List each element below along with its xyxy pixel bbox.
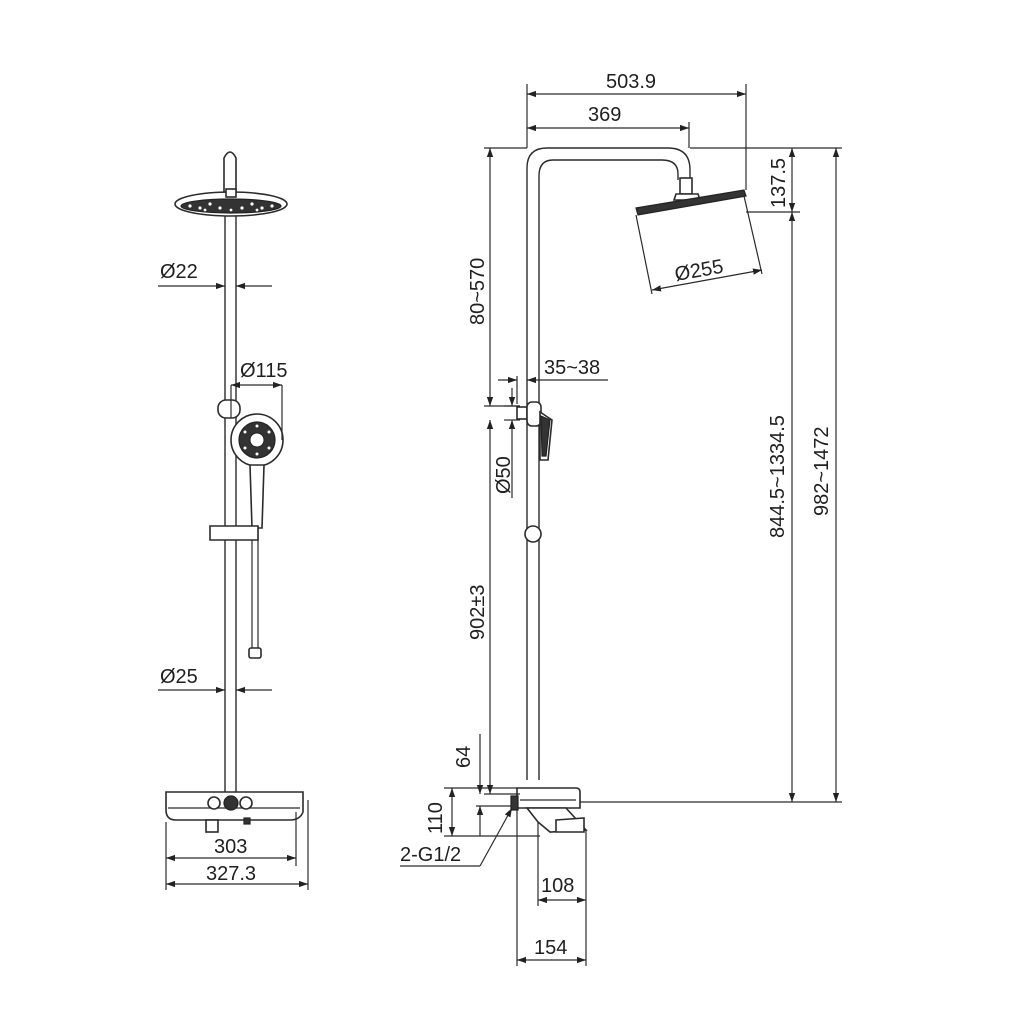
bracket-clearance-label: 35~38	[544, 357, 600, 379]
side-rain-head	[635, 189, 747, 216]
head-arm-width-label: 503.9	[606, 71, 656, 93]
mixer-to-bracket-label: 902±3	[467, 585, 489, 640]
upper-pipe-diameter-label: Ø22	[160, 261, 198, 283]
bracket-diameter-label: Ø50	[493, 456, 515, 494]
side-bracket	[516, 401, 553, 543]
dim-bracket-diameter: Ø50	[493, 388, 520, 498]
side-view: Ø255 503.9 369	[400, 71, 842, 966]
front-view: Ø22 Ø115 Ø25 303 327.3	[158, 151, 309, 890]
side-mixer	[510, 787, 588, 833]
lower-pipe-diameter-label: Ø25	[160, 666, 198, 688]
front-hose	[251, 528, 259, 652]
mixer-depth-label: 108	[541, 875, 574, 897]
mixer-total-width-label: 327.3	[206, 863, 256, 885]
telescopic-range-label: 80~570	[467, 258, 489, 325]
mixer-width-label: 303	[214, 836, 247, 858]
dim-mixer-height: 110	[425, 787, 540, 837]
dim-inlet-height: 64	[453, 734, 512, 836]
dim-mixer-depth: 108	[537, 822, 587, 906]
dim-total-height-range: 982~1472	[811, 148, 840, 802]
front-slide-holder	[209, 525, 259, 541]
front-hand-shower	[230, 413, 284, 529]
front-hose-end	[248, 647, 262, 659]
front-rod-top-cap	[223, 151, 237, 193]
front-upper-bracket	[217, 399, 241, 419]
mixer-height-label: 110	[425, 802, 447, 834]
dim-hand-shower: Ø115	[230, 360, 287, 440]
front-rain-head	[174, 188, 288, 217]
total-height-range-label: 982~1472	[811, 426, 833, 516]
total-depth-label: 154	[534, 937, 567, 959]
dim-lower-pipe: Ø25	[158, 666, 272, 694]
head-diameter-label: Ø255	[673, 256, 725, 286]
side-head-connector	[679, 177, 693, 195]
side-pipe-outer	[526, 147, 691, 780]
head-arm-reach-label: 369	[588, 104, 621, 126]
inlet-height-label: 64	[453, 746, 475, 768]
dim-telescopic-range: 80~570	[467, 147, 527, 407]
dim-bracket-clearance: 35~38	[498, 357, 608, 404]
side-pipe-inner	[538, 159, 679, 780]
dim-head-arm-reach: 369	[527, 104, 690, 148]
dim-total-depth: 154	[516, 810, 587, 966]
dim-mixer-width: 303 327.3	[165, 800, 309, 890]
pipe-height-range-label: 844.5~1334.5	[767, 415, 789, 538]
dim-upper-pipe: Ø22	[158, 261, 272, 290]
front-mixer-shelf	[165, 791, 304, 833]
inlet-thread-label: 2-G1/2	[400, 844, 461, 866]
head-height-label: 137.5	[768, 158, 790, 208]
hand-shower-diameter-label: Ø115	[240, 360, 287, 382]
dim-inlet-thread: 2-G1/2	[400, 807, 513, 867]
dim-pipe-height-range: 844.5~1334.5	[580, 212, 842, 803]
dim-mixer-to-bracket: 902±3	[467, 420, 520, 795]
dim-head-arm-width: 503.9	[526, 71, 747, 190]
